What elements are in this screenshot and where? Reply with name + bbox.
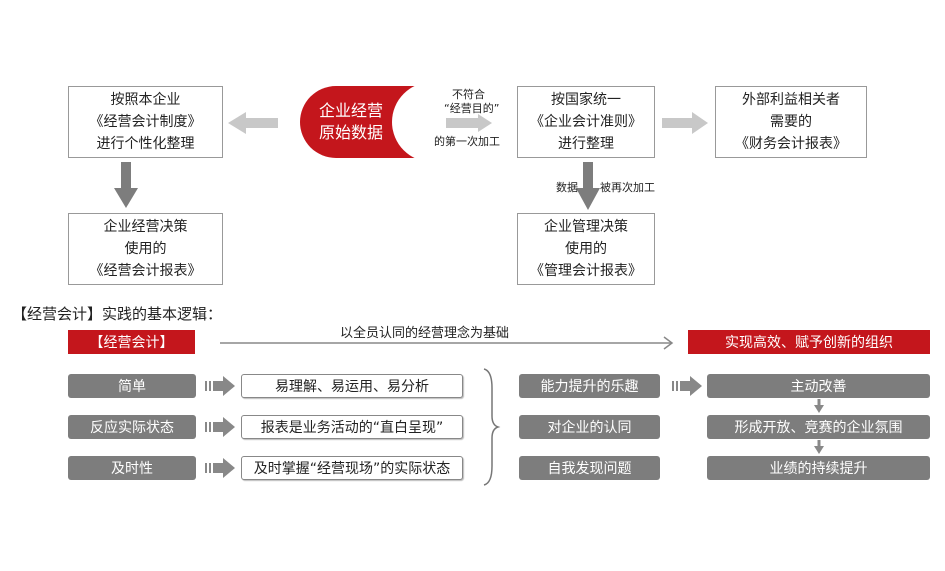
effect-box: 自我发现问题 — [519, 456, 660, 480]
origin-data-shape: 企业经营 原始数据 — [300, 86, 420, 158]
reprocess-label: 数据 — [556, 181, 578, 194]
double-arrow-icon — [205, 417, 235, 437]
first-process-label: 不符合 — [452, 88, 485, 101]
arrow-left-icon — [228, 112, 278, 134]
feature-simple: 简单 — [68, 374, 196, 398]
long-arrow-icon — [220, 336, 674, 350]
start-label: 【经营会计】 — [68, 330, 195, 354]
first-process-label: “经营目的” — [444, 102, 500, 115]
first-process-label: 的第一次加工 — [434, 135, 500, 148]
small-arrow-down-icon — [814, 440, 824, 454]
double-arrow-icon — [205, 376, 235, 396]
arrow-down-icon — [576, 162, 600, 210]
arrow-right-icon — [662, 112, 708, 134]
text: 企业经营决策 — [103, 219, 188, 235]
text: 《财务会计报表》 — [735, 136, 847, 152]
feature-timeliness: 及时性 — [68, 456, 196, 480]
description-box: 易理解、易运用、易分析 — [241, 374, 463, 398]
outcome-box: 主动改善 — [707, 374, 930, 398]
text: 外部利益相关者 — [742, 92, 840, 108]
text: 进行整理 — [558, 136, 614, 152]
description-box: 报表是业务活动的“直白呈现” — [241, 415, 463, 439]
description-box: 及时掌握“经营现场”的实际状态 — [241, 456, 463, 480]
brace-icon — [483, 368, 501, 486]
text: 按国家统一 — [551, 92, 621, 108]
text: 企业管理决策 — [544, 219, 628, 235]
box-external-stakeholders: 外部利益相关者 需要的 《财务会计报表》 — [715, 86, 867, 158]
text: 《企业会计准则》 — [530, 114, 642, 130]
box-operating-decision: 企业经营决策 使用的 《经营会计报表》 — [68, 213, 223, 285]
feature-actual-state: 反应实际状态 — [68, 415, 196, 439]
box-own-system: 按照本企业 《经营会计制度》 进行个性化整理 — [68, 86, 223, 158]
arrow-down-icon — [114, 162, 138, 208]
double-arrow-icon — [672, 376, 702, 396]
double-arrow-icon — [205, 458, 235, 478]
text: 《管理会计报表》 — [530, 263, 642, 279]
text: 使用的 — [124, 241, 167, 257]
text: 《经营会计制度》 — [89, 114, 202, 130]
text: 《经营会计报表》 — [89, 263, 202, 279]
text: 进行个性化整理 — [96, 136, 195, 152]
small-arrow-down-icon — [814, 399, 824, 413]
reprocess-label: 被再次加工 — [600, 181, 655, 194]
outcome-box: 形成开放、竞赛的企业氛围 — [707, 415, 930, 439]
origin-text: 企业经营 — [318, 101, 383, 120]
foundation-label: 以全员认同的经营理念为基础 — [340, 326, 510, 341]
text: 按照本企业 — [110, 92, 181, 108]
box-management-decision: 企业管理决策 使用的 《管理会计报表》 — [517, 213, 655, 285]
effect-box: 能力提升的乐趣 — [519, 374, 660, 398]
origin-text: 原始数据 — [318, 123, 383, 142]
arrow-right-icon — [446, 114, 492, 132]
effect-box: 对企业的认同 — [519, 415, 660, 439]
text: 使用的 — [565, 241, 607, 257]
goal-label: 实现高效、赋予创新的组织 — [688, 330, 930, 354]
outcome-box: 业绩的持续提升 — [707, 456, 930, 480]
box-national-standard: 按国家统一 《企业会计准则》 进行整理 — [517, 86, 655, 158]
text: 需要的 — [770, 114, 812, 130]
logic-heading: 【经营会计】实践的基本逻辑： — [12, 305, 223, 323]
